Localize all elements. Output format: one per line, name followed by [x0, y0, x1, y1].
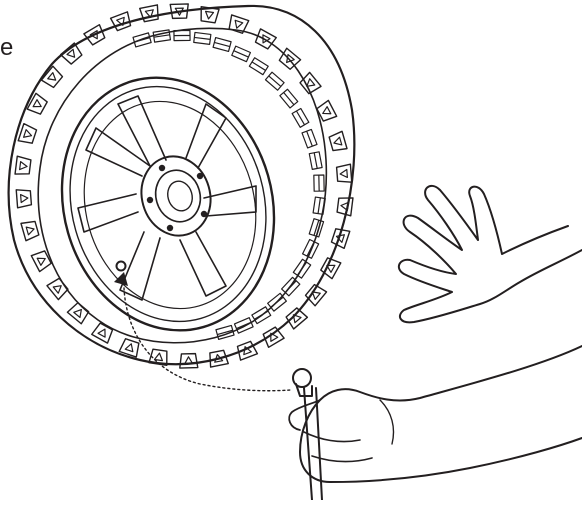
tread-block	[316, 100, 337, 122]
tread-block	[18, 124, 37, 145]
tread-block	[16, 189, 31, 208]
tread-block	[92, 322, 115, 343]
tread-block	[21, 220, 39, 241]
tread-pattern	[15, 4, 353, 368]
tread-lug	[309, 152, 322, 170]
tread-block	[41, 66, 63, 89]
tread-lug	[293, 259, 310, 278]
tread-block	[337, 196, 353, 216]
tread-block	[336, 164, 351, 183]
tread-lug	[249, 58, 268, 75]
wheel-rim	[33, 52, 304, 355]
tread-block	[15, 156, 31, 176]
tread-lug	[302, 129, 317, 147]
tread-block	[236, 341, 258, 360]
tread-lug	[265, 72, 284, 90]
tread-lug	[314, 175, 324, 191]
tread-block	[261, 326, 284, 347]
tread-block	[285, 307, 308, 329]
tread-lug	[232, 46, 251, 62]
step-label: e	[0, 36, 13, 60]
tread-lug	[213, 38, 231, 52]
tread-block	[179, 354, 197, 368]
tread-block	[67, 301, 90, 323]
tread-lug	[234, 318, 253, 333]
rim-spokes	[78, 96, 256, 300]
tread-lug	[280, 89, 298, 108]
tread-lug	[133, 33, 151, 47]
tread-lug	[194, 32, 211, 44]
hand-with-pressure-gauge	[289, 346, 582, 500]
right-hand	[399, 186, 582, 322]
tread-block	[329, 131, 347, 152]
tread-block	[111, 12, 133, 31]
tread-lug	[174, 30, 190, 40]
tire	[9, 4, 355, 368]
tread-block	[31, 249, 52, 271]
tread-block	[304, 283, 326, 306]
tread-lug	[292, 108, 309, 127]
tread-lug	[303, 240, 319, 259]
tread-block	[331, 227, 350, 248]
